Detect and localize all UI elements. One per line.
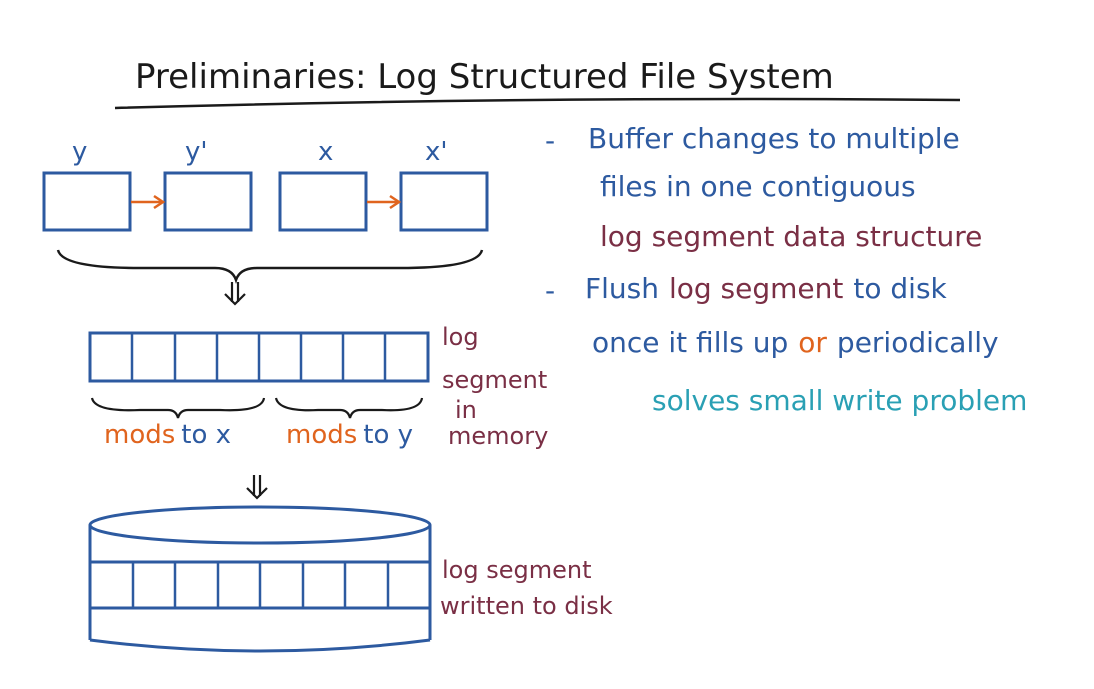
brace-mods-y xyxy=(274,397,424,419)
notes: - Buffer changes to multiple files in on… xyxy=(545,122,1027,417)
bullet-2-dash: - xyxy=(545,274,555,307)
double-arrow-down-1 xyxy=(224,282,246,306)
disk-cylinder xyxy=(88,505,432,653)
group-brace xyxy=(56,249,484,284)
bullet-1-line-3: log segment data structure xyxy=(600,220,982,253)
disk-top xyxy=(88,505,432,545)
brace-mods-x xyxy=(90,397,266,419)
box-y-prime xyxy=(163,171,253,232)
title-underline xyxy=(114,97,961,110)
arrow-y-to-y-prime xyxy=(131,194,166,210)
box-x-prime xyxy=(399,171,489,232)
label-x-prime: x' xyxy=(425,137,448,167)
log-segment-memory xyxy=(88,331,430,383)
log-memory-label: log segment in memory xyxy=(442,323,555,450)
page-title: Preliminaries: Log Structured File Syste… xyxy=(135,57,834,97)
log-disk-label: log segment written to disk xyxy=(440,556,613,620)
conclusion-note: solves small write problem xyxy=(652,384,1027,417)
label-y: y xyxy=(72,137,87,167)
bullet-1-line-2: files in one contiguous xyxy=(600,170,916,203)
disk-bottom xyxy=(89,638,431,653)
double-arrow-down-2 xyxy=(246,475,268,500)
bullet-1-dash: - xyxy=(545,124,555,157)
label-y-prime: y' xyxy=(185,137,208,167)
box-y xyxy=(42,171,132,232)
top-boxes: y y' x x' xyxy=(42,137,489,232)
arrow-x-to-x-prime xyxy=(367,194,402,210)
label-x: x xyxy=(318,137,333,167)
bullet-1-line-1: Buffer changes to multiple xyxy=(588,122,960,155)
box-x xyxy=(278,171,368,232)
